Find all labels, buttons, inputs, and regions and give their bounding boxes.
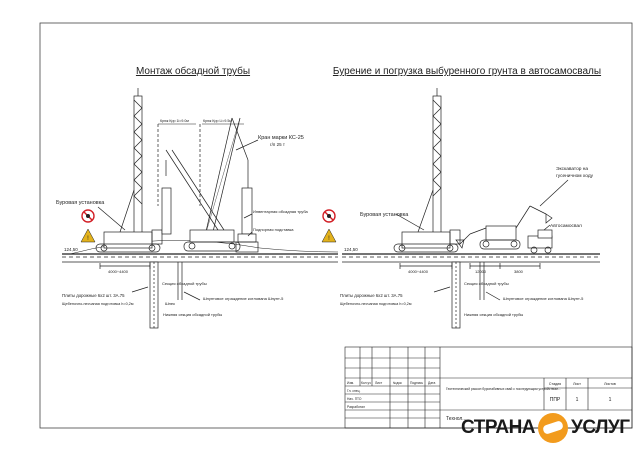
label-hook-2: Крюк Крр Li=9.5м [203,119,232,123]
label-casing-left: Секция обсадной трубы [162,281,207,286]
label-slab-left: Плиты дорожные 6x2 шт. 3A.75 [62,293,125,298]
svg-text:!: ! [328,236,330,242]
drill-rig-right [393,88,461,253]
title-block [344,346,633,429]
label-tube-right: Нижняя секция обсадной трубы [464,312,523,317]
prohibit-sign-left [81,209,95,223]
excavator [455,205,553,250]
label-elevation-right: 124,50 [344,247,358,252]
tb-header-sheet: Лист [573,382,581,386]
casing-lifted [161,187,172,235]
handshake-icon [538,413,569,443]
label-excavator-2: гусеничном ходу [556,174,594,179]
watermark-right-text: УСЛУГ [571,417,630,438]
label-dim-2: 4000÷4400 [408,269,429,274]
label-dim-3: 12000 [475,269,487,274]
label-sheet-left: Шпунтовое ограждение котлована Шпунт-5 [203,296,284,301]
watermark-left-text: СТРАНА [461,417,536,438]
label-dim-4: 3800 [514,269,524,274]
tb-header-sheets: Листов [604,382,616,386]
sheet-frame [39,22,633,429]
support-stand [235,241,259,253]
tb-person-3: Разработал [347,405,365,409]
label-bur-left: Шнек [165,301,175,306]
warning-sign-left: ! [80,228,96,243]
svg-text:!: ! [87,236,89,242]
tb-value-stage: ППР [550,397,561,403]
tb-value-sheet: 1 [576,397,579,403]
watermark-logo: СТРАНА УСЛУГ [461,408,640,448]
tb-header-stage: Стадия [549,382,561,386]
label-crane: Кран марки КС-25 [258,135,304,141]
prohibit-sign-mid [322,209,336,223]
label-drill-right: Буровая установка [360,212,409,218]
label-casing-right: Секция обсадной трубы [464,281,509,286]
tb-person-1: Гл. спец. [347,389,361,393]
label-inventory-casing: Инвентарная обсадная труба [253,209,309,214]
tb-person-2: Нач. ПТО [347,397,362,401]
label-slab-right: Плиты дорожные 6x2 шт. 3A.75 [340,293,403,298]
title-left: Монтаж обсадной трубы [136,65,250,77]
dump-truck [527,229,553,254]
label-dim-1: 4000÷4400 [108,269,129,274]
label-sand-right: Щебеночно-песчаная подготовка h=0,2м [340,302,412,306]
crane-left [165,117,249,252]
right-scene [342,88,600,329]
tb-col-sign: Подпись [410,381,423,385]
title-right: Бурение и погрузка выбуренного грунта в … [333,65,601,77]
tb-description: Геотехнический раскоп буронабивных свай … [446,387,561,391]
tb-value-sheets: 1 [609,397,612,403]
tb-col-kol: Кол.уч [361,381,371,385]
drill-rig-left [95,88,163,253]
label-drill-left: Буровая установка [56,200,105,206]
inventory-casing [241,187,253,235]
tb-col-list: Лист [375,381,383,385]
label-elevation-left: 124,50 [64,247,78,252]
label-crane-sub: г/п 25 т [270,142,285,147]
label-support-stand: Подпорная подставка [253,227,294,232]
label-sand-left: Щебеночно-песчаная подготовка h=0,2м [62,302,134,306]
label-tube-left: Нижняя секция обсадной трубы [163,312,222,317]
tb-col-izm: Изм. [347,381,354,385]
label-excavator-1: Экскаватор на [556,166,588,172]
tb-col-date: Дата [428,381,435,385]
tb-lower-text: Технол... [446,416,466,422]
label-dumptruck: Автосамосвал [550,223,582,229]
label-hook-1: Крюк Крр 1i=9.0м [160,119,189,123]
left-scene [62,88,339,329]
tb-col-doc: №док [393,381,402,385]
warning-sign-mid: ! [321,228,337,243]
label-sheet-right: Шпунтовое ограждение котлована Шпунт-5 [503,296,584,301]
